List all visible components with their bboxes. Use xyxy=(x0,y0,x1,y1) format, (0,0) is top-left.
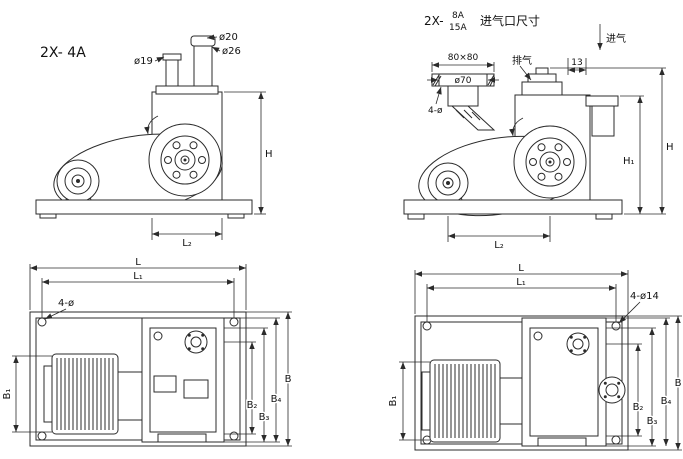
v4-dim-label-l: L xyxy=(518,263,524,274)
v3-dim-label-l1: L₁ xyxy=(133,271,143,282)
v1-model-label: 2X- 4A xyxy=(40,45,86,61)
v3-motor xyxy=(43,353,143,435)
v1-rotor-face xyxy=(148,123,222,197)
v4-dim-label-4dia14: 4-ø14 xyxy=(630,291,659,302)
v4-motor xyxy=(421,359,523,443)
v2-rotor-face xyxy=(513,125,587,199)
v3-dim-label-4dia: 4-ø xyxy=(58,298,74,309)
v2-dimensions xyxy=(447,24,666,242)
v4-dim-label-b3: B₃ xyxy=(647,416,658,427)
v2-rotation-arrow-icon xyxy=(509,117,524,137)
v1-dim-label-dia26: ø26 xyxy=(222,46,241,57)
v1-dim-label-h: H xyxy=(265,149,273,160)
v4-dim-label-l1: L₁ xyxy=(516,277,526,288)
v2-title-model-top: 8A xyxy=(452,11,465,21)
v1-pulley xyxy=(56,159,100,203)
v2-dim-label-square: 80×80 xyxy=(448,53,479,63)
v3-dimensions xyxy=(12,264,292,447)
v4-dim-label-b1: B₁ xyxy=(388,396,399,407)
v2-exhaust-leader xyxy=(519,65,532,81)
v2-label-intake: 进气 xyxy=(606,32,626,45)
v1-dim-label-dia19: ø19 xyxy=(134,56,153,67)
v2-title-model-bottom: 15A xyxy=(449,23,467,33)
view-2x4a-side: 2X- 4A ø19 ø20 ø26 H L₂ xyxy=(35,32,273,249)
v3-pump-body xyxy=(141,317,225,443)
v2-dim-label-l2: L₂ xyxy=(494,240,504,251)
v2-dim-label-h: H xyxy=(666,142,674,153)
v1-dim-label-l2: L₂ xyxy=(182,238,192,249)
v3-dim-label-b2: B₂ xyxy=(247,400,258,411)
v4-pump-body xyxy=(521,317,626,447)
v2-dim-label-13: 13 xyxy=(571,58,582,68)
v2-pulley xyxy=(427,162,469,204)
v3-dim-label-b: B xyxy=(285,374,292,385)
v4-dimensions xyxy=(399,270,682,451)
v1-rotation-arrow-icon xyxy=(144,115,159,135)
v4-dim-label-b: B xyxy=(675,378,682,389)
v3-dim-label-b1: B₁ xyxy=(2,389,13,400)
view-2x8a15a-side: 2X- 8A 15A 进气口尺寸 80×80 ø70 4-ø 排气 13 进气 … xyxy=(403,11,674,251)
v1-base xyxy=(35,199,253,219)
v4-dim-label-b4: B₄ xyxy=(661,396,672,407)
v4-dim-label-b2: B₂ xyxy=(633,402,644,413)
v2-label-exhaust: 排气 xyxy=(512,54,532,67)
v1-dim-label-dia20: ø20 xyxy=(219,32,238,43)
v2-dim-label-h1: H₁ xyxy=(623,156,635,167)
v3-dim-label-b3: B₃ xyxy=(259,412,270,423)
view-2x4a-top: L L₁ 4-ø B₁ B₂ B₃ B₄ B xyxy=(2,257,293,447)
v2-title-prefix: 2X- xyxy=(424,14,444,28)
view-2x8a15a-top: L L₁ 4-ø14 B₁ B₂ B₃ B₄ B xyxy=(388,263,683,451)
v2-dim-label-dia70: ø70 xyxy=(455,76,472,86)
v3-dim-label-l: L xyxy=(135,257,141,268)
v2-dim-label-4dia: 4-ø xyxy=(428,106,443,116)
v1-dimensions xyxy=(151,34,266,240)
v3-dim-label-b4: B₄ xyxy=(271,394,282,405)
v2-base xyxy=(403,199,623,220)
v2-intake-flange-detail xyxy=(427,62,499,131)
v2-title-suffix: 进气口尺寸 xyxy=(480,13,540,28)
